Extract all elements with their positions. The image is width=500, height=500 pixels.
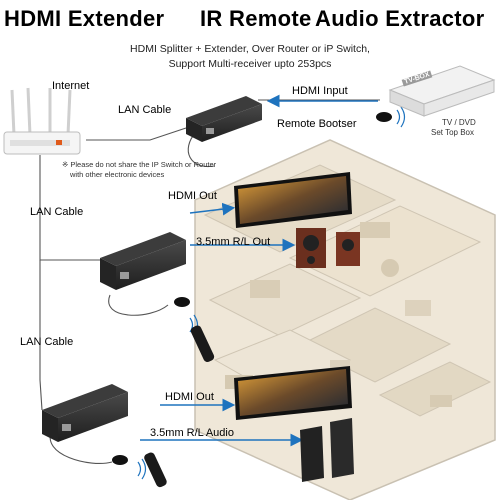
remote-controls <box>144 325 215 488</box>
receiver-device-2 <box>42 384 128 442</box>
label-hdmi-input: HDMI Input <box>292 85 348 97</box>
title-hdmi-extender: HDMI Extender <box>4 6 165 31</box>
label-lan-cable-mid: LAN Cable <box>30 206 84 218</box>
subtitle-line-2: Support Multi-receiver upto 253pcs <box>168 58 332 70</box>
router <box>3 87 81 155</box>
label-audio-out-2: 3.5mm R/L Audio <box>150 427 234 439</box>
subtitle-line-1: HDMI Splitter + Extender, Over Router or… <box>130 43 370 55</box>
tv-2 <box>234 366 352 420</box>
label-hdmi-out-1: HDMI Out <box>168 190 217 202</box>
label-settop-line2: Set Top Box <box>431 128 474 137</box>
tv-1 <box>234 172 352 228</box>
label-audio-out-1: 3.5mm R/L Out <box>196 236 271 248</box>
label-settop-line1: TV / DVD <box>442 118 476 127</box>
label-lan-cable-bottom: LAN Cable <box>20 336 74 348</box>
note-line-2: with other electronic devices <box>70 170 165 179</box>
label-internet: Internet <box>52 80 90 92</box>
speakers-2 <box>300 418 354 482</box>
title-ir-remote: IR Remote <box>200 6 312 31</box>
speakers-1 <box>296 228 360 268</box>
label-lan-cable-top: LAN Cable <box>118 104 172 116</box>
ir-waves <box>137 106 406 480</box>
transmitter-device <box>186 96 262 142</box>
title-audio-extractor: Audio Extractor <box>315 6 485 31</box>
note-line-1: ※ Please do not share the IP Switch or R… <box>62 160 217 169</box>
ir-sensors <box>112 112 392 465</box>
signal-arrows <box>140 94 378 447</box>
set-top-box <box>388 65 496 117</box>
label-hdmi-out-2: HDMI Out <box>165 391 214 403</box>
label-remote-bootser: Remote Bootser <box>277 118 357 130</box>
receiver-device-1 <box>100 232 186 290</box>
